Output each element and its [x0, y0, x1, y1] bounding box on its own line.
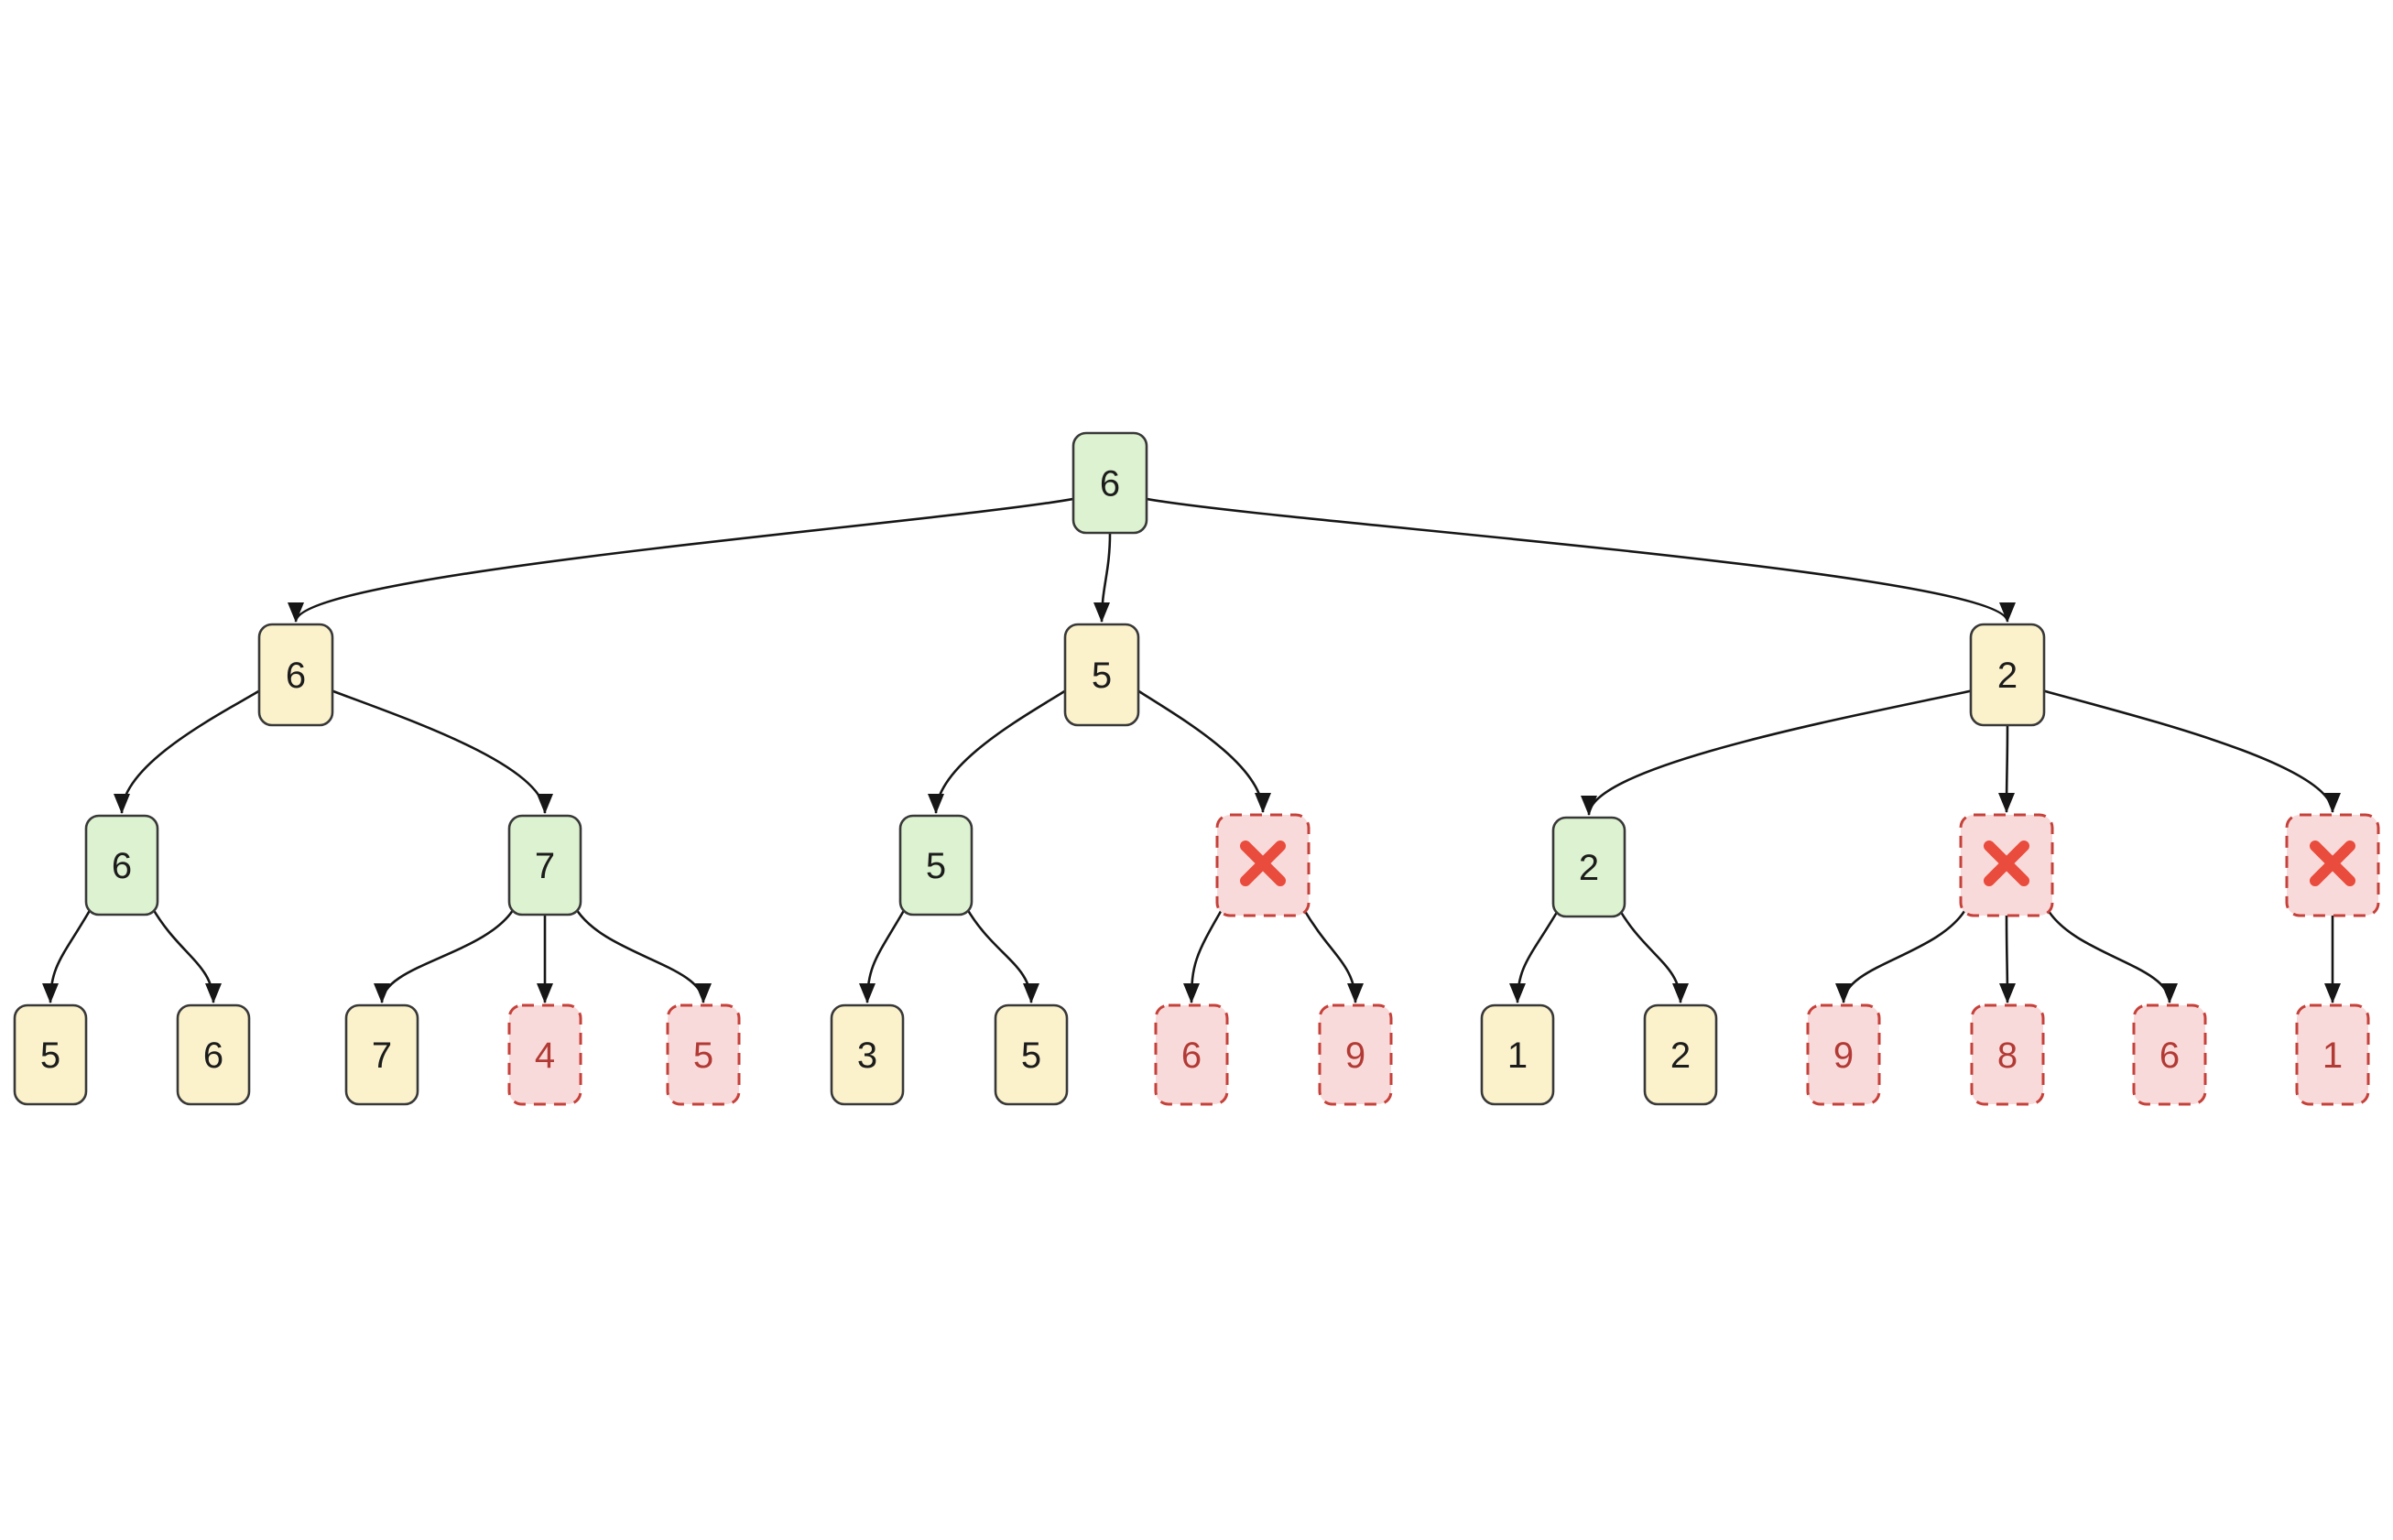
edge-min-mid-to-max-c — [928, 689, 1066, 814]
node-box — [2132, 1003, 2207, 1106]
tree-node-max-d: 2 — [1551, 816, 1626, 918]
node-value-label: 5 — [1021, 1036, 1041, 1076]
tree-node-leaf-12: 9 — [1806, 1003, 1881, 1106]
node-box — [830, 1003, 905, 1106]
edge-max-a-to-leaf-1 — [42, 906, 93, 1003]
tree-node-pruned-a — [1215, 813, 1311, 917]
edge-min-right-to-max-d — [1581, 689, 1972, 816]
edge-min-right-to-pruned-c — [2043, 689, 2341, 813]
node-box — [507, 814, 582, 916]
edge-pruned-b-to-leaf-12 — [1835, 907, 1968, 1003]
edge-min-mid-to-pruned-a — [1137, 689, 1271, 813]
edge-root-to-min-right — [1146, 497, 2016, 623]
edge-pruned-b-to-leaf-14 — [2045, 907, 2178, 1003]
node-value-label: 1 — [1507, 1036, 1528, 1076]
node-value-label: 2 — [1997, 656, 2018, 696]
edge-max-c-to-leaf-7 — [964, 906, 1039, 1003]
node-value-label: 1 — [2322, 1036, 2343, 1076]
node-value-label: 7 — [372, 1036, 392, 1076]
node-box — [257, 623, 334, 727]
node-value-label: 2 — [1579, 848, 1599, 888]
node-value-label: 5 — [40, 1036, 60, 1076]
tree-node-leaf-15: 1 — [2295, 1003, 2370, 1106]
tree-node-max-a: 6 — [84, 814, 159, 916]
prune-x-icon — [1240, 840, 1286, 886]
tree-node-root: 6 — [1071, 431, 1148, 535]
node-box — [344, 1003, 419, 1106]
edge-root-to-min-mid — [1093, 532, 1112, 623]
edge-max-d-to-leaf-10 — [1509, 908, 1561, 1003]
node-box — [994, 1003, 1069, 1106]
node-value-label: 7 — [535, 846, 555, 886]
edge-min-left-to-max-a — [114, 689, 260, 814]
tree-node-leaf-6: 3 — [830, 1003, 905, 1106]
node-value-label: 9 — [1833, 1036, 1854, 1076]
edge-root-to-min-left — [288, 497, 1074, 623]
edge-max-d-to-leaf-11 — [1617, 908, 1689, 1003]
tree-node-leaf-2: 6 — [176, 1003, 251, 1106]
tree-node-leaf-11: 2 — [1643, 1003, 1718, 1106]
tree-node-leaf-13: 8 — [1970, 1003, 2045, 1106]
edge-max-b-to-leaf-3 — [374, 906, 517, 1003]
node-value-label: 4 — [535, 1036, 555, 1076]
node-value-label: 6 — [112, 846, 132, 886]
node-value-label: 6 — [1100, 464, 1120, 504]
node-box — [84, 814, 159, 916]
tree-node-leaf-8: 6 — [1154, 1003, 1229, 1106]
node-value-label: 5 — [1092, 656, 1112, 696]
edge-pruned-a-to-leaf-8 — [1183, 907, 1224, 1003]
node-value-label: 6 — [286, 656, 306, 696]
node-value-label: 5 — [693, 1036, 713, 1076]
node-value-label: 6 — [203, 1036, 223, 1076]
node-value-label: 5 — [926, 846, 946, 886]
tree-node-leaf-4: 4 — [507, 1003, 582, 1106]
node-box — [666, 1003, 741, 1106]
node-box — [2295, 1003, 2370, 1106]
tree-node-leaf-3: 7 — [344, 1003, 419, 1106]
edge-max-c-to-leaf-6 — [859, 906, 908, 1003]
tree-node-leaf-1: 5 — [13, 1003, 88, 1106]
node-box — [1318, 1003, 1393, 1106]
tree-node-leaf-5: 5 — [666, 1003, 741, 1106]
tree-node-min-left: 6 — [257, 623, 334, 727]
node-box — [13, 1003, 88, 1106]
tree-node-leaf-10: 1 — [1480, 1003, 1555, 1106]
node-box — [176, 1003, 251, 1106]
prune-x-icon — [1984, 840, 2029, 886]
edge-max-b-to-leaf-5 — [573, 906, 712, 1003]
edge-pruned-a-to-leaf-9 — [1301, 907, 1364, 1003]
edge-min-left-to-max-b — [332, 689, 553, 814]
node-box — [1071, 431, 1148, 535]
tree-node-min-right: 2 — [1969, 623, 2046, 727]
node-box — [898, 814, 974, 916]
node-box — [1480, 1003, 1555, 1106]
prune-x-icon — [2310, 840, 2355, 886]
edge-max-a-to-leaf-2 — [150, 906, 222, 1003]
tree-node-leaf-14: 6 — [2132, 1003, 2207, 1106]
node-box — [1063, 623, 1140, 727]
tree-node-leaf-7: 5 — [994, 1003, 1069, 1106]
node-box — [1643, 1003, 1718, 1106]
tree-node-min-mid: 5 — [1063, 623, 1140, 727]
node-value-label: 6 — [2159, 1036, 2180, 1076]
tree-node-leaf-9: 9 — [1318, 1003, 1393, 1106]
node-value-label: 9 — [1345, 1036, 1365, 1076]
tree-node-pruned-b — [1959, 813, 2054, 917]
tree-node-max-c: 5 — [898, 814, 974, 916]
node-value-label: 8 — [1997, 1036, 2018, 1076]
node-box — [1806, 1003, 1881, 1106]
tree-node-max-b: 7 — [507, 814, 582, 916]
node-box — [1551, 816, 1626, 918]
tree-node-pruned-c — [2285, 813, 2380, 917]
node-value-label: 6 — [1181, 1036, 1202, 1076]
node-value-label: 2 — [1670, 1036, 1691, 1076]
node-box — [1970, 1003, 2045, 1106]
node-box — [1154, 1003, 1229, 1106]
node-value-label: 3 — [857, 1036, 877, 1076]
node-box — [507, 1003, 582, 1106]
node-box — [1969, 623, 2046, 727]
